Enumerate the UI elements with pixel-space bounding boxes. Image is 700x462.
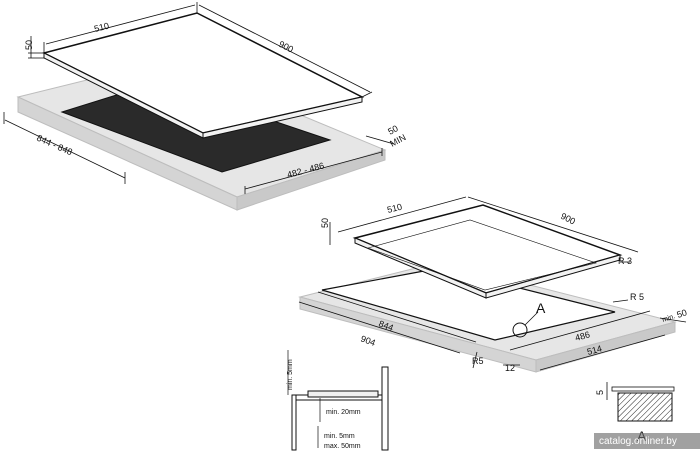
corner-radius-cutout: R 5 — [630, 292, 644, 302]
cutout-depth-outer: 904 — [359, 333, 377, 348]
hob-installed-diagram: A 510 900 50 R 3 R 5 R5 844 904 486 514 … — [298, 196, 689, 373]
dimension-lines-2 — [298, 196, 687, 371]
cutout-depth-inner: 844 — [377, 318, 395, 333]
min-clearance-value: 50 — [386, 123, 400, 137]
side-min-value: 50 — [676, 307, 689, 320]
section-detail-drawing: min. 5mm min. 20mm min. 5mm max. 50mm — [287, 350, 389, 451]
top-length-label-2: 900 — [559, 211, 577, 227]
bottom-max-label: max. 50mm — [324, 443, 361, 450]
cutout-radius-left: R5 — [472, 356, 484, 366]
cutout-depth-label: 844 - 848 — [35, 133, 74, 158]
detail-a-marker — [512, 322, 528, 338]
thickness-label-2: 50 — [320, 218, 330, 228]
dimension-lines-1 — [3, 2, 395, 194]
thickness-label: 50 — [24, 40, 34, 50]
top-min-label: min. 5mm — [287, 359, 294, 390]
detail-a-dimension: 5 — [595, 390, 605, 395]
top-width-label-2: 510 — [386, 202, 403, 215]
detail-a-callout: A — [536, 300, 546, 316]
corner-radius-top: R 3 — [618, 256, 632, 266]
watermark-text: catalog.onliner.by — [599, 436, 677, 447]
side-min-label: min. — [661, 313, 676, 324]
hob-glass-plate — [41, 12, 365, 139]
hob-glass-plate-2 — [352, 204, 623, 299]
edge-offset-label: 12 — [505, 363, 515, 373]
gap-min-label: min. 20mm — [326, 409, 361, 416]
cutout-width-outer: 514 — [586, 343, 603, 357]
cutout-width-inner: 486 — [574, 329, 591, 343]
watermark: catalog.onliner.by — [594, 433, 700, 449]
hob-top-view-diagram: 510 900 50 844 - 848 482 - 486 50 MIN — [3, 2, 408, 211]
bottom-min-label: min. 5mm — [324, 433, 355, 440]
top-width-label: 510 — [93, 21, 110, 34]
